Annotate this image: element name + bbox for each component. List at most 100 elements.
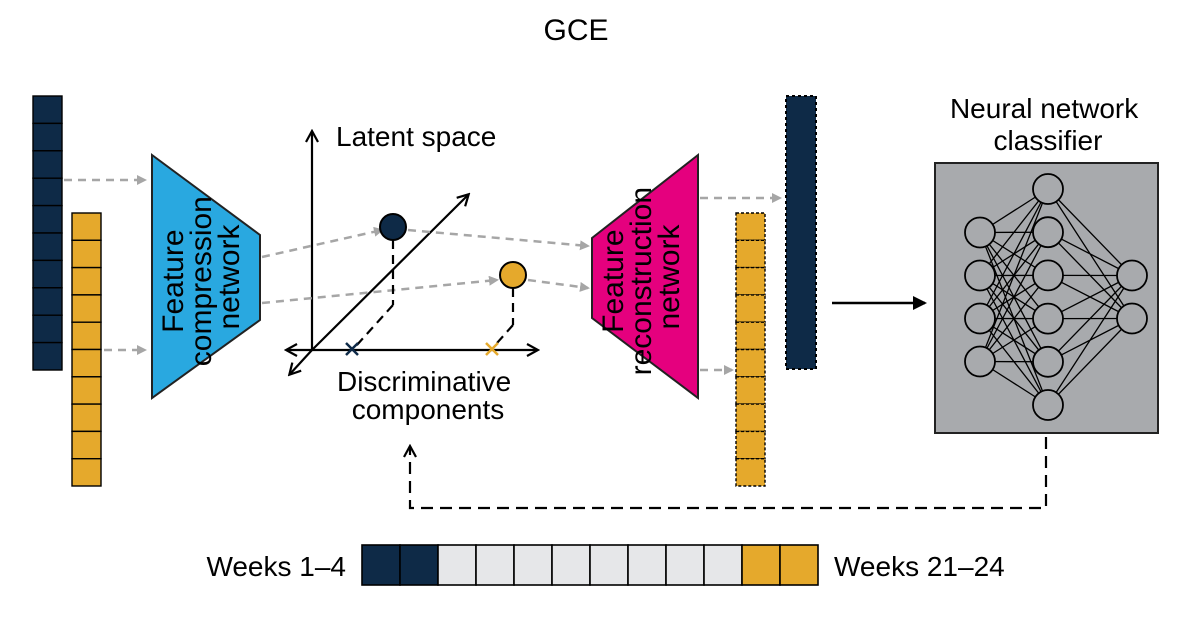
timeline-weeks [361,544,819,586]
vector-cell [71,348,102,378]
vector-cell [735,430,766,460]
timeline-week-cell [703,544,743,586]
gold-latent-point [499,261,527,289]
network-edge [979,188,1049,319]
network-node [1032,345,1064,378]
vector-cell [32,177,63,207]
vector-cell [71,403,102,433]
network-edge [979,231,1049,362]
vector-cell [32,122,63,152]
vector-cell [71,266,102,296]
compression-label-3: network [213,223,246,329]
network-edge [1047,318,1133,406]
timeline-week-cell [665,544,705,586]
timeline-week-cell [513,544,553,586]
network-node [964,259,996,292]
compression-label-1: Feature [157,229,190,332]
timeline-week-cell [551,544,591,586]
vector-cell [71,294,102,323]
network-node [1116,302,1148,335]
network-edge [979,188,1049,362]
vector-cell [735,212,766,241]
svg-text:Feature compression ne: Feature compression network [157,188,246,366]
vector-cell [71,376,102,405]
latent-space-axes [287,132,537,374]
network-edge [979,274,1049,362]
reconstruction-arrow-gold [527,278,590,292]
reconstruction-label-1: Feature [597,229,630,332]
network-edge [1047,275,1133,363]
neural-network-classifier [934,162,1159,434]
latent-arrow-navy [261,226,384,259]
discriminative-label-1: Discriminative [337,366,511,397]
input-feature-vector-gold [71,212,102,487]
timeline-week-cell [361,544,401,586]
timeline-left-label: Weeks 1–4 [206,551,346,582]
feature-compression-network [151,153,261,400]
vector-cell [735,458,766,487]
network-node [1032,389,1064,421]
vector-cell [735,294,766,323]
classifier-label-2: classifier [994,125,1103,156]
vector-cell [735,348,766,378]
network-node [964,216,996,249]
reconstruction-label-2: reconstruction [625,187,658,375]
timeline-week-cell [437,544,477,586]
network-edge [979,188,1049,276]
vector-cell [32,150,63,179]
vector-cell [71,458,102,487]
latent-space-label: Latent space [336,121,496,152]
timeline-week-cell [741,544,781,586]
vector-cell [71,239,102,269]
network-node [1116,259,1148,292]
network-node [964,345,996,378]
vector-cell [32,314,63,344]
gold-x-marker [485,342,499,356]
svg-text:Feature reconstruction: Feature reconstruction network [597,179,686,376]
vector-cell [32,204,63,234]
compression-label-2: compression [185,196,218,366]
vector-cell [32,259,63,289]
latent-arrow-gold [261,275,499,305]
gold-projection-diagonal [496,324,514,344]
network-node [1032,259,1064,292]
diagram-title: GCE [543,14,608,47]
vector-cell [71,212,102,241]
feature-reconstruction-network [591,152,699,401]
vector-cell [71,430,102,460]
network-node [1032,302,1064,335]
navy-latent-point [379,213,407,241]
vector-cell [735,376,766,405]
vector-cell [32,341,63,371]
network-node [1032,216,1064,249]
timeline-week-cell [475,544,515,586]
discriminative-label-2: components [352,394,505,425]
reconstructed-vector-gold [735,212,766,487]
network-edge [1047,188,1133,276]
network-node [964,302,996,335]
vector-cell [32,232,63,262]
classifier-label-1: Neural network [950,93,1139,124]
vector-cell [32,287,63,316]
timeline-week-cell [399,544,439,586]
timeline-week-cell [589,544,629,586]
navy-projection-diagonal [355,304,394,347]
network-node [1032,173,1064,205]
vector-cell [71,321,102,351]
vector-cell [735,403,766,433]
reconstruction-arrow-navy [407,228,590,251]
timeline-week-cell [627,544,667,586]
timeline-right-label: Weeks 21–24 [834,551,1005,582]
navy-x-marker [345,342,359,356]
vector-cell [735,266,766,296]
reconstruction-label-3: network [653,223,686,329]
vector-cell [735,239,766,269]
reconstructed-vector-navy [785,95,817,370]
vector-cell [32,95,63,125]
vector-cell [735,321,766,351]
timeline-week-cell [779,544,819,586]
feedback-arrow [410,437,1048,510]
network-edge [1047,275,1133,406]
classifier-network-nodes [964,173,1148,421]
